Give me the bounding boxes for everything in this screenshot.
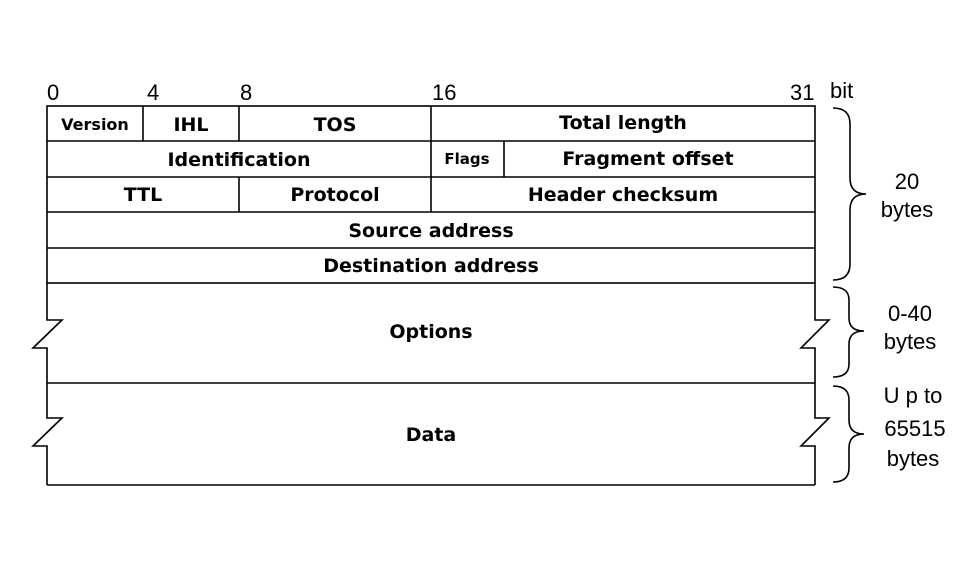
header-size-line1: 20 xyxy=(895,169,919,194)
data-size-line1: U p to xyxy=(884,383,943,408)
options-label: Options xyxy=(389,321,472,343)
options-size-line1: 0-40 xyxy=(888,301,932,326)
options-size-line2: bytes xyxy=(884,329,937,354)
data-right-break xyxy=(799,383,831,485)
options-section: Options xyxy=(31,283,831,384)
options-size-brace xyxy=(832,286,865,378)
field-fragment-offset: Fragment offset xyxy=(562,148,733,170)
options-left-break xyxy=(31,283,64,383)
data-label: Data xyxy=(406,424,457,446)
header-grid xyxy=(46,105,816,284)
data-size-brace xyxy=(832,385,865,483)
field-protocol: Protocol xyxy=(290,184,379,206)
bit-tick-31: 31 xyxy=(790,80,814,105)
header-size-brace xyxy=(832,107,867,281)
bit-tick-4: 4 xyxy=(147,80,159,105)
data-left-break xyxy=(31,383,64,485)
bit-unit-label: bit xyxy=(830,78,853,103)
bit-scale: 0 4 8 16 31 bit xyxy=(47,78,853,105)
field-version: Version xyxy=(61,115,129,134)
field-total-length: Total length xyxy=(559,112,687,134)
bit-tick-0: 0 xyxy=(47,80,59,105)
field-header-checksum: Header checksum xyxy=(528,184,718,206)
field-ttl: TTL xyxy=(124,184,162,206)
field-ihl: IHL xyxy=(173,114,208,136)
size-braces xyxy=(832,107,867,483)
field-source-address: Source address xyxy=(348,220,513,242)
bit-tick-8: 8 xyxy=(240,80,252,105)
bit-tick-16: 16 xyxy=(432,80,456,105)
field-tos: TOS xyxy=(314,114,357,136)
data-size-line3: bytes xyxy=(887,446,940,471)
field-destination-address: Destination address xyxy=(323,255,539,277)
field-flags: Flags xyxy=(444,150,489,168)
size-labels: 20 bytes 0-40 bytes U p to 65515 bytes xyxy=(881,169,946,471)
data-size-line2: 65515 xyxy=(884,416,945,441)
field-identification: Identification xyxy=(167,149,310,171)
header-fields: Version IHL TOS Total length Identificat… xyxy=(61,112,733,277)
header-size-line2: bytes xyxy=(881,197,934,222)
data-section: Data xyxy=(31,383,831,486)
options-right-break xyxy=(799,283,831,383)
